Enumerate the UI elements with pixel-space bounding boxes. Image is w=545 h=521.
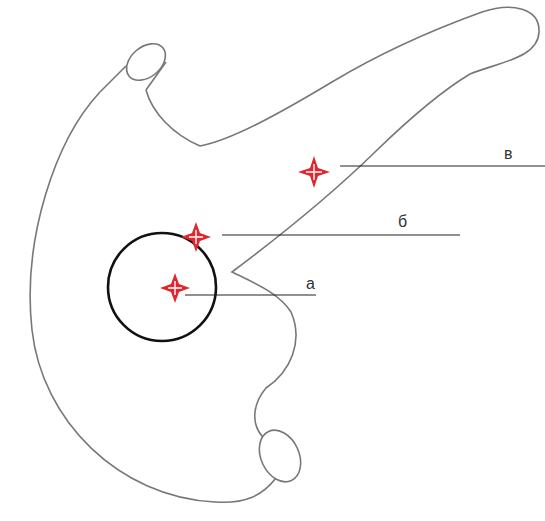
red-star-marker — [298, 156, 330, 188]
leader-line — [222, 234, 460, 235]
duodenum-tube-upper-end — [120, 36, 173, 87]
tumor-circle — [108, 233, 216, 341]
pancreas-outline — [30, 7, 539, 502]
callout-letter: б — [398, 214, 407, 230]
red-star-marker — [160, 273, 190, 303]
callout-letter: а — [306, 276, 315, 292]
red-star-marker — [181, 222, 211, 252]
leader-line — [340, 165, 545, 166]
leader-line — [185, 294, 316, 295]
duodenum-tube-lower-end — [251, 423, 308, 488]
callout-letter: в — [504, 146, 513, 162]
